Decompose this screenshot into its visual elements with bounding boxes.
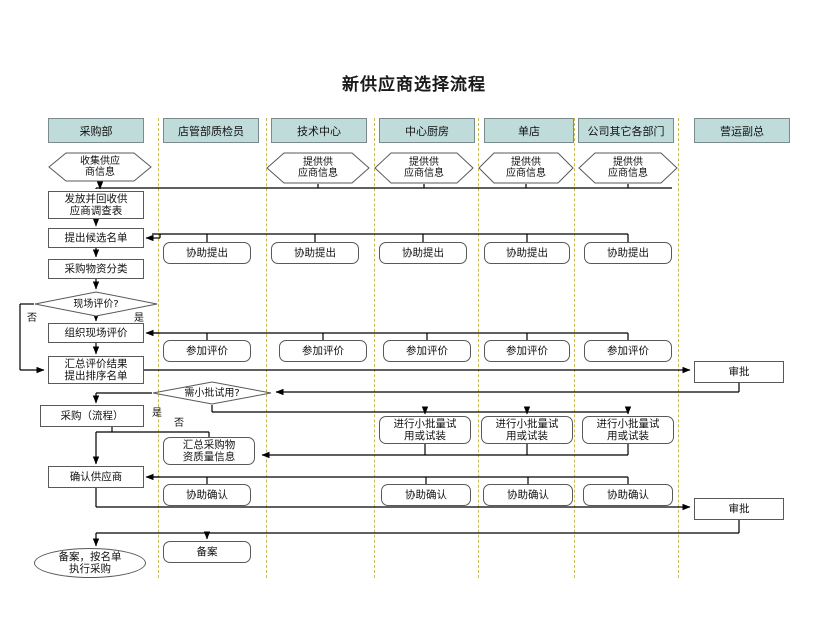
onsite-evaluation-decision-label: 现场评价? xyxy=(73,298,119,310)
approval-box-bottom[interactable]: 审批 xyxy=(694,498,784,520)
organize-onsite-evaluation-box[interactable]: 组织现场评价 xyxy=(48,323,144,343)
lane-zhongxinchufang[interactable]: 中心厨房 xyxy=(379,118,475,143)
lane-separator-5 xyxy=(678,118,679,578)
provide-supplier-info-hexagon-tech-label: 提供供 应商信息 xyxy=(298,157,338,179)
lane-separator-0 xyxy=(158,118,159,578)
provide-supplier-info-hexagon-others-label: 提供供 应商信息 xyxy=(608,157,648,179)
lane-dianguanbu[interactable]: 店管部质检员 xyxy=(163,118,259,143)
assist-confirm-box-kitchen[interactable]: 协助确认 xyxy=(381,484,471,506)
lane-jishuzhongxin[interactable]: 技术中心 xyxy=(271,118,367,143)
onsite-evaluation-decision[interactable]: 现场评价? xyxy=(34,291,158,317)
confirm-supplier-box[interactable]: 确认供应商 xyxy=(48,466,144,488)
join-evaluation-box-quality[interactable]: 参加评价 xyxy=(163,340,251,362)
collect-supplier-info-hexagon-label: 收集供应 商信息 xyxy=(80,156,120,178)
lane-caigoubu[interactable]: 采购部 xyxy=(48,118,144,143)
lane-yingyunfuzong[interactable]: 营运副总 xyxy=(694,118,790,143)
small-batch-trial-box-others[interactable]: 进行小批量试 用或试装 xyxy=(582,416,674,444)
assist-propose-box-quality[interactable]: 协助提出 xyxy=(163,242,251,264)
provide-supplier-info-hexagon-kitchen[interactable]: 提供供 应商信息 xyxy=(374,152,474,184)
archive-and-purchase-oval[interactable]: 备案，按名单 执行采购 xyxy=(34,548,146,578)
collect-supplier-info-hexagon[interactable]: 收集供应 商信息 xyxy=(48,152,152,182)
provide-supplier-info-hexagon-others[interactable]: 提供供 应商信息 xyxy=(578,152,678,184)
provide-supplier-info-hexagon-tech[interactable]: 提供供 应商信息 xyxy=(266,152,370,184)
collect-supplier-info-hexagon-shape xyxy=(48,152,152,182)
approval-box-top[interactable]: 审批 xyxy=(694,361,784,383)
branch-label-yes-onsite: 是 xyxy=(134,313,144,324)
material-classification-box[interactable]: 采购物资分类 xyxy=(48,259,144,279)
lane-separator-3 xyxy=(478,118,479,578)
branch-label-no-trial: 否 xyxy=(174,418,184,429)
join-evaluation-box-tech[interactable]: 参加评价 xyxy=(279,340,367,362)
assist-propose-box-others[interactable]: 协助提出 xyxy=(584,242,672,264)
provide-supplier-info-hexagon-kitchen-shape xyxy=(374,152,474,184)
purchase-process-box[interactable]: 采购（流程） xyxy=(40,405,144,427)
provide-supplier-info-hexagon-store[interactable]: 提供供 应商信息 xyxy=(478,152,574,184)
lane-separator-4 xyxy=(574,118,575,578)
join-evaluation-box-store[interactable]: 参加评价 xyxy=(484,340,570,362)
small-batch-trial-box-store[interactable]: 进行小批量试 用或试装 xyxy=(481,416,573,444)
small-batch-trial-decision-shape xyxy=(152,381,272,405)
lane-separator-2 xyxy=(374,118,375,578)
summarize-material-quality-box[interactable]: 汇总采购物 资质量信息 xyxy=(163,437,255,465)
branch-label-yes-trial: 是 xyxy=(152,408,162,419)
assist-propose-box-kitchen[interactable]: 协助提出 xyxy=(379,242,467,264)
branch-label-no-onsite: 否 xyxy=(27,313,37,324)
candidate-list-box[interactable]: 提出候选名单 xyxy=(48,228,144,248)
small-batch-trial-decision[interactable]: 需小批试用? xyxy=(152,381,272,405)
page-title: 新供应商选择流程 xyxy=(342,75,486,95)
assist-propose-box-store[interactable]: 协助提出 xyxy=(484,242,570,264)
assist-confirm-box-store[interactable]: 协助确认 xyxy=(483,484,573,506)
provide-supplier-info-hexagon-store-label: 提供供 应商信息 xyxy=(506,157,546,179)
assist-confirm-box-quality[interactable]: 协助确认 xyxy=(163,484,251,506)
provide-supplier-info-hexagon-others-shape xyxy=(578,152,678,184)
join-evaluation-box-kitchen[interactable]: 参加评价 xyxy=(383,340,471,362)
issue-and-collect-survey-box[interactable]: 发放并回收供 应商调查表 xyxy=(48,191,144,219)
lane-dandian[interactable]: 单店 xyxy=(484,118,574,143)
lane-separator-1 xyxy=(266,118,267,578)
onsite-evaluation-decision-shape xyxy=(34,291,158,317)
assist-confirm-box-others[interactable]: 协助确认 xyxy=(583,484,673,506)
archive-box-quality[interactable]: 备案 xyxy=(163,541,251,563)
assist-propose-box-tech[interactable]: 协助提出 xyxy=(271,242,359,264)
summarize-evaluation-box[interactable]: 汇总评价结果 提出排序名单 xyxy=(48,356,144,384)
provide-supplier-info-hexagon-kitchen-label: 提供供 应商信息 xyxy=(404,157,444,179)
small-batch-trial-box-kitchen[interactable]: 进行小批量试 用或试装 xyxy=(379,416,471,444)
join-evaluation-box-others[interactable]: 参加评价 xyxy=(584,340,672,362)
provide-supplier-info-hexagon-tech-shape xyxy=(266,152,370,184)
small-batch-trial-decision-label: 需小批试用? xyxy=(184,387,240,399)
lane-qitabumen[interactable]: 公司其它各部门 xyxy=(578,118,674,143)
provide-supplier-info-hexagon-store-shape xyxy=(478,152,574,184)
